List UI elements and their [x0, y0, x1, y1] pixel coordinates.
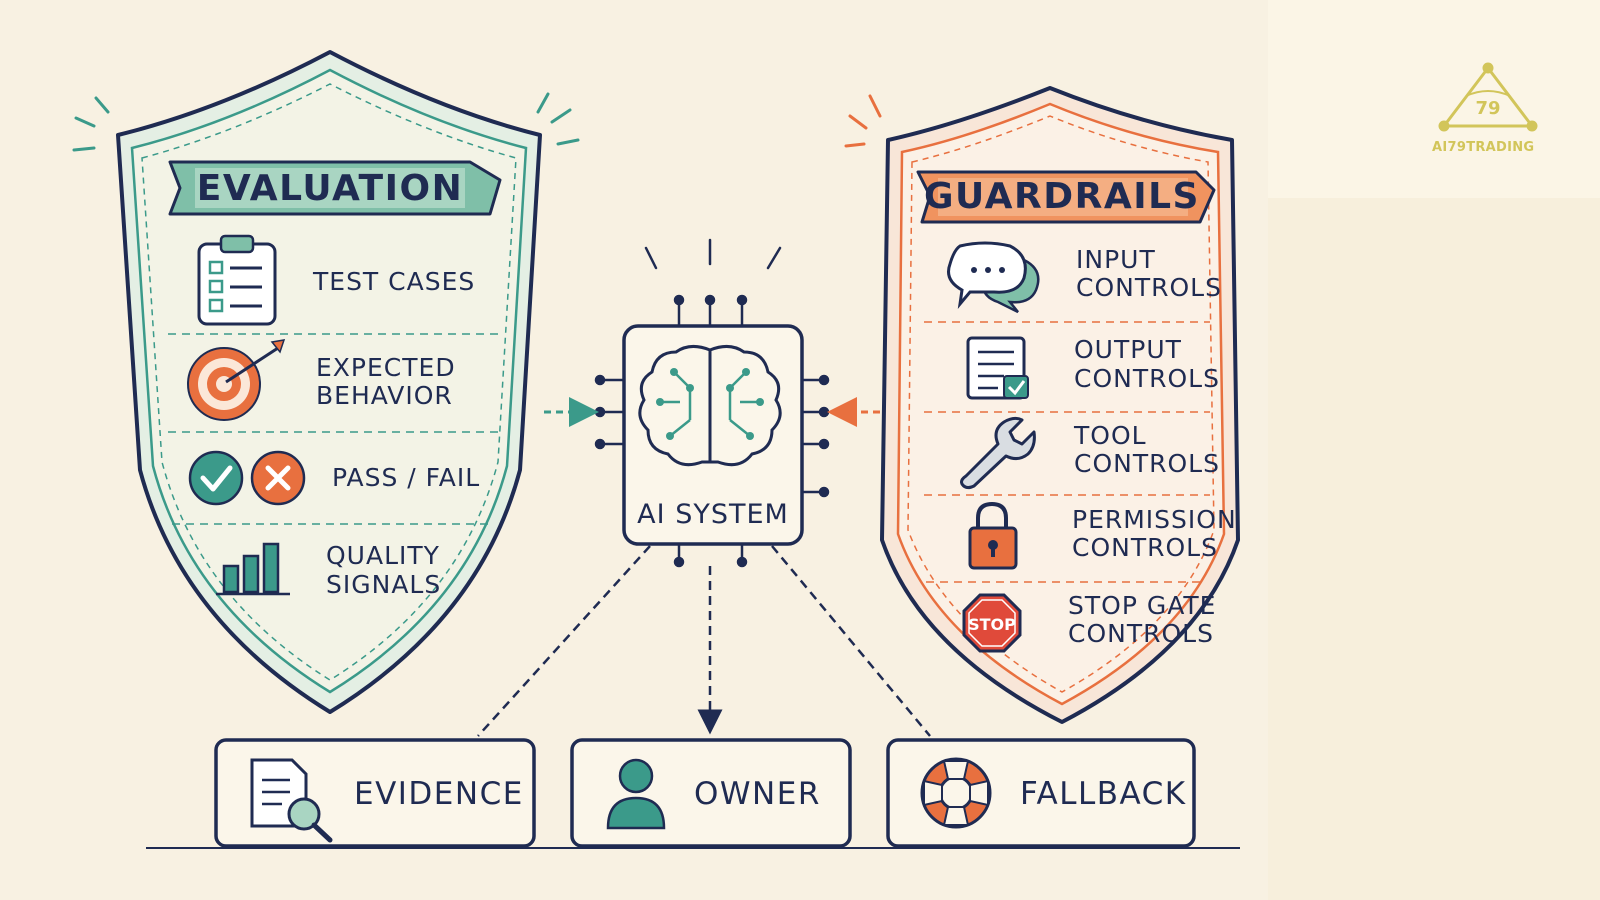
sparks-left	[72, 92, 580, 152]
bar-chart-icon	[216, 542, 290, 596]
pass-fail-icon	[188, 450, 306, 506]
chip-pins	[594, 294, 830, 568]
guardrails-banner: GUARDRAILS	[916, 170, 1216, 224]
padlock-icon	[968, 501, 1018, 570]
brain-chip-icon	[638, 345, 782, 467]
evaluation-shield: EVALUATION TEST CASES	[72, 50, 580, 714]
chip-rays	[644, 238, 782, 270]
stop-sign-text: STOP	[968, 615, 1016, 634]
guardrails-item-input-controls: INPUT CONTROLS	[947, 241, 1222, 314]
guardrails-item-label-line2: CONTROLS	[1076, 273, 1222, 302]
wrench-icon	[960, 416, 1036, 490]
ai-system-label: AI SYSTEM	[637, 499, 789, 530]
guardrails-item-tool-controls: TOOL CONTROLS	[960, 416, 1220, 490]
stop-sign-icon: STOP	[962, 593, 1022, 653]
chat-bubbles-icon	[947, 241, 1040, 314]
guardrails-item-output-controls: OUTPUT CONTROLS	[966, 335, 1220, 400]
clipboard-checklist-icon	[197, 234, 277, 326]
guardrails-shield: GUARDRAILS INPUT CONTROLS	[844, 86, 1240, 724]
guardrails-item-label-line2: CONTROLS	[1072, 533, 1218, 562]
guardrails-item-label-line1: TOOL	[1073, 421, 1147, 450]
evaluation-item-label-line1: QUALITY	[326, 541, 440, 570]
lifebuoy-icon	[920, 757, 992, 829]
evaluation-item-label-line2: BEHAVIOR	[316, 381, 453, 410]
guardrails-item-label-line1: PERMISSION	[1072, 505, 1237, 534]
owner-label: OWNER	[694, 776, 821, 812]
logo-panel	[1268, 0, 1600, 198]
guardrails-separators	[924, 321, 1210, 583]
evaluation-item-quality-signals: QUALITY SIGNALS	[216, 541, 441, 599]
evaluation-item-test-cases: TEST CASES	[197, 234, 475, 326]
guardrails-item-label-line2: CONTROLS	[1074, 449, 1220, 478]
evaluation-title: EVALUATION	[197, 168, 463, 209]
guardrails-title: GUARDRAILS	[924, 176, 1200, 217]
owner-box: OWNER	[570, 738, 852, 848]
evidence-box: EVIDENCE	[214, 738, 536, 848]
evaluation-item-label: TEST CASES	[312, 267, 475, 296]
guardrails-item-label-line1: INPUT	[1076, 245, 1156, 274]
ai-system-chip: AI SYSTEM	[594, 238, 830, 568]
document-check-icon	[966, 336, 1029, 400]
person-icon	[606, 758, 666, 830]
guardrails-item-permission-controls: PERMISSION CONTROLS	[968, 501, 1237, 570]
guardrails-item-stop-gate-controls: STOP STOP GATE CONTROLS	[962, 591, 1216, 653]
guardrails-item-label-line1: STOP GATE	[1068, 591, 1216, 620]
connectors-to-bottom	[477, 545, 931, 737]
evaluation-item-expected-behavior: EXPECTED BEHAVIOR	[187, 339, 456, 421]
guardrails-item-label-line2: CONTROLS	[1074, 364, 1220, 393]
evaluation-item-pass-fail: PASS / FAIL	[188, 450, 480, 506]
fallback-label: FALLBACK	[1020, 776, 1187, 812]
evaluation-item-label-line2: SIGNALS	[326, 570, 441, 599]
guardrails-item-label-line2: CONTROLS	[1068, 619, 1214, 648]
evaluation-item-label-line1: EXPECTED	[316, 353, 456, 382]
document-magnifier-icon	[250, 758, 333, 843]
evaluation-separators	[168, 333, 502, 525]
guardrails-item-label-line1: OUTPUT	[1074, 335, 1182, 364]
fallback-box: FALLBACK	[886, 738, 1196, 848]
logo-number: 79	[1475, 98, 1500, 119]
evaluation-item-label: PASS / FAIL	[332, 463, 480, 492]
logo-text: AI79TRADING	[1432, 140, 1535, 155]
brand-logo-icon: 79	[1438, 62, 1538, 132]
evaluation-banner: EVALUATION	[168, 160, 502, 216]
target-arrow-icon	[187, 339, 286, 421]
sparks-right	[844, 94, 882, 148]
evidence-label: EVIDENCE	[354, 776, 524, 812]
